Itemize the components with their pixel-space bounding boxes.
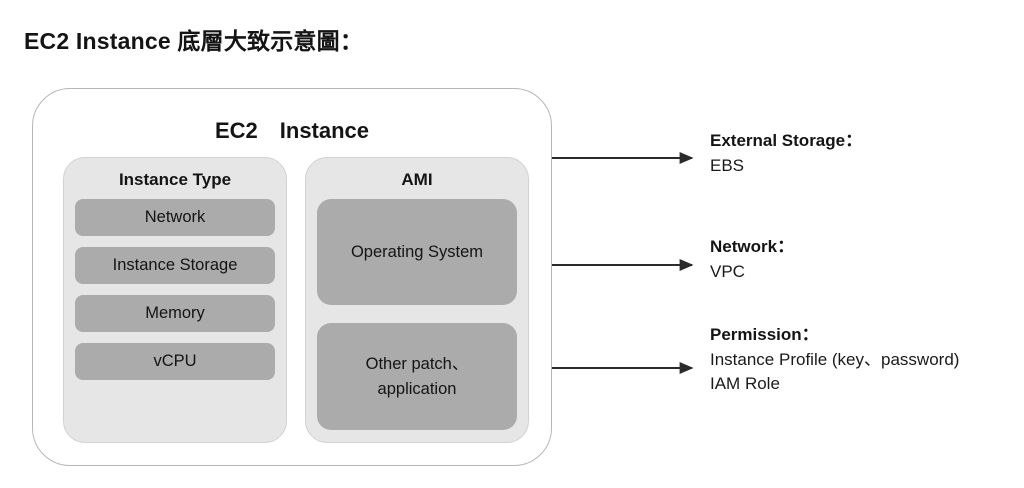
panel-ami: AMI Operating System Other patch、applica… — [305, 157, 529, 443]
ec2-panels-row: Instance Type Network Instance Storage M… — [63, 157, 529, 443]
ec2-instance-container: EC2 Instance Instance Type Network Insta… — [32, 88, 552, 466]
chip-vcpu: vCPU — [75, 342, 275, 380]
chip-operating-system: Operating System — [317, 198, 517, 306]
panel-ami-title: AMI — [401, 170, 433, 189]
chip-network: Network — [75, 198, 275, 236]
label-network-item-vpc: VPC — [710, 261, 745, 281]
panel-instance-type-title: Instance Type — [118, 170, 232, 189]
chip-memory: Memory — [75, 294, 275, 332]
label-network-title: Network： — [710, 237, 795, 256]
chip-memory-label: Memory — [145, 303, 205, 322]
chip-instance-storage-label: Instance Storage — [112, 255, 238, 274]
chip-vcpu-label: vCPU — [153, 351, 197, 370]
chip-instance-storage: Instance Storage — [75, 246, 275, 284]
panel-instance-type-items: Network Instance Storage Memory vCPU — [75, 198, 275, 430]
ec2-instance-heading: EC2 Instance — [214, 118, 370, 143]
page-title: EC2 Instance 底層大致示意圖： — [24, 28, 364, 54]
label-group-external-storage: External Storage： EBS — [710, 129, 862, 178]
label-permission-item-iam-role: IAM Role — [710, 374, 780, 394]
panel-ami-items: Operating System Other patch、application — [317, 198, 517, 430]
label-group-network: Network： VPC — [710, 235, 794, 284]
panel-instance-type: Instance Type Network Instance Storage M… — [63, 157, 287, 443]
chip-network-label: Network — [144, 207, 206, 226]
chip-other-patch-application-label: Other patch、application — [365, 354, 469, 398]
chip-other-patch-application: Other patch、application — [317, 323, 517, 430]
label-external-storage-item-ebs: EBS — [710, 155, 745, 175]
chip-operating-system-label: Operating System — [350, 242, 484, 261]
label-permission-title: Permission： — [710, 325, 819, 344]
label-external-storage-title: External Storage： — [710, 131, 863, 150]
label-permission-item-instance-profile: Instance Profile (key、password) — [710, 349, 960, 369]
label-group-permission: Permission： Instance Profile (key、passwo… — [710, 323, 959, 397]
